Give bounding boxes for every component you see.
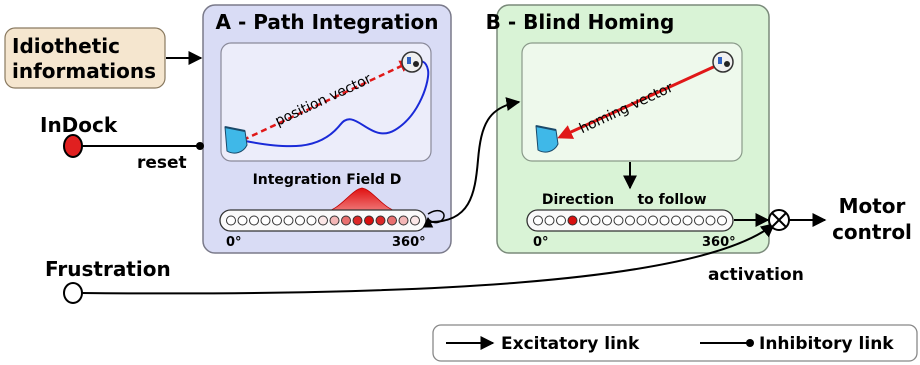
field-d-neuron-4 [272, 215, 282, 226]
current-robot-icon [401, 51, 423, 73]
field-d-neuron-13 [375, 215, 386, 226]
panel-a-title: A - Path Integration [216, 10, 439, 34]
direction-neuron-10 [648, 215, 658, 226]
frustration-activation-link [81, 223, 776, 295]
field-d-neuron-5 [283, 215, 294, 226]
legend-box [432, 324, 918, 362]
motor-control-line2: control [832, 220, 912, 244]
panel-b: B - Blind Homing homing vector Direction… [486, 4, 770, 254]
integration-field-label: Integration Field D [253, 172, 402, 188]
direction-neuron-7 [613, 215, 624, 226]
field-d-neuron-16 [410, 215, 420, 226]
trajectory-path [239, 60, 430, 148]
frustration-node [63, 282, 83, 304]
idiothetic-label-line1: Idiothetic [12, 34, 120, 58]
direction-field-axis-end: 360° [702, 235, 736, 250]
reset-label: reset [137, 153, 187, 173]
field-d-axis-end: 360° [392, 235, 426, 250]
field-d-neurons [226, 215, 420, 226]
field-d-neuron-1 [237, 215, 248, 226]
field-d-neuron-15 [398, 215, 409, 226]
field-d-neuron-8 [318, 215, 328, 226]
field-d-neuron-10 [341, 215, 351, 226]
idiothetic-input: Idiothetic informations [4, 27, 166, 89]
legend: Excitatory link Inhibitory link [432, 324, 918, 362]
indock-inhibitory-end [196, 142, 204, 150]
position-vector-arrow [242, 60, 413, 142]
legend-excitatory-label: Excitatory link [501, 334, 640, 354]
field-d-neuron-7 [306, 215, 317, 226]
indock-node [63, 134, 83, 158]
panel-b-arena [521, 42, 743, 162]
direction-neuron-4 [579, 215, 589, 226]
direction-neuron-16 [717, 215, 727, 226]
direction-neuron-12 [671, 215, 681, 226]
direction-neuron-6 [602, 215, 612, 226]
home-robot-icon [224, 126, 248, 154]
homing-vector-arrow [557, 62, 721, 139]
multiplier-node [768, 209, 790, 231]
direction-label-2: to follow [637, 192, 706, 208]
direction-neuron-11 [659, 215, 670, 226]
field-d-neuron-3 [260, 215, 271, 226]
direction-field-neurons [533, 215, 727, 226]
frustration-label: Frustration [45, 257, 171, 281]
field-d-neuron-9 [329, 215, 340, 226]
field-d-neuron-6 [295, 215, 305, 226]
legend-inhibitory-label: Inhibitory link [759, 334, 894, 354]
field-d-neuron-2 [249, 215, 259, 226]
field-d-axis-start: 0° [226, 235, 242, 250]
direction-neuron-9 [636, 215, 647, 226]
idiothetic-box [4, 27, 166, 89]
activation-label: activation [708, 265, 804, 285]
direction-neuron-1 [544, 215, 555, 226]
direction-label-1: Direction [542, 192, 614, 208]
panel-a: A - Path Integration position vector Int… [202, 4, 452, 254]
direction-neuron-13 [682, 215, 693, 226]
legend-inhibitory-dot [746, 339, 754, 347]
motor-control-line1: Motor [839, 194, 906, 218]
direction-neuron-15 [705, 215, 716, 226]
direction-neuron-3 [567, 215, 578, 226]
current-robot-icon-b [712, 51, 734, 73]
direction-neuron-2 [556, 215, 566, 226]
direction-neuron-5 [590, 215, 601, 226]
panel-b-title: B - Blind Homing [486, 10, 675, 34]
field-d-neuron-11 [352, 215, 363, 226]
direction-neuron-14 [694, 215, 704, 226]
direction-field-axis-start: 0° [533, 235, 549, 250]
panel-a-to-panel-b-link [429, 97, 521, 223]
direction-neuron-8 [625, 215, 635, 226]
field-d-neuron-12 [364, 215, 374, 226]
home-robot-icon-b [535, 125, 559, 153]
idiothetic-label-line2: informations [12, 59, 156, 83]
field-d-neuron-0 [226, 215, 236, 226]
direction-neuron-0 [533, 215, 543, 226]
indock-label: InDock [40, 113, 118, 137]
field-d-neuron-14 [387, 215, 397, 226]
